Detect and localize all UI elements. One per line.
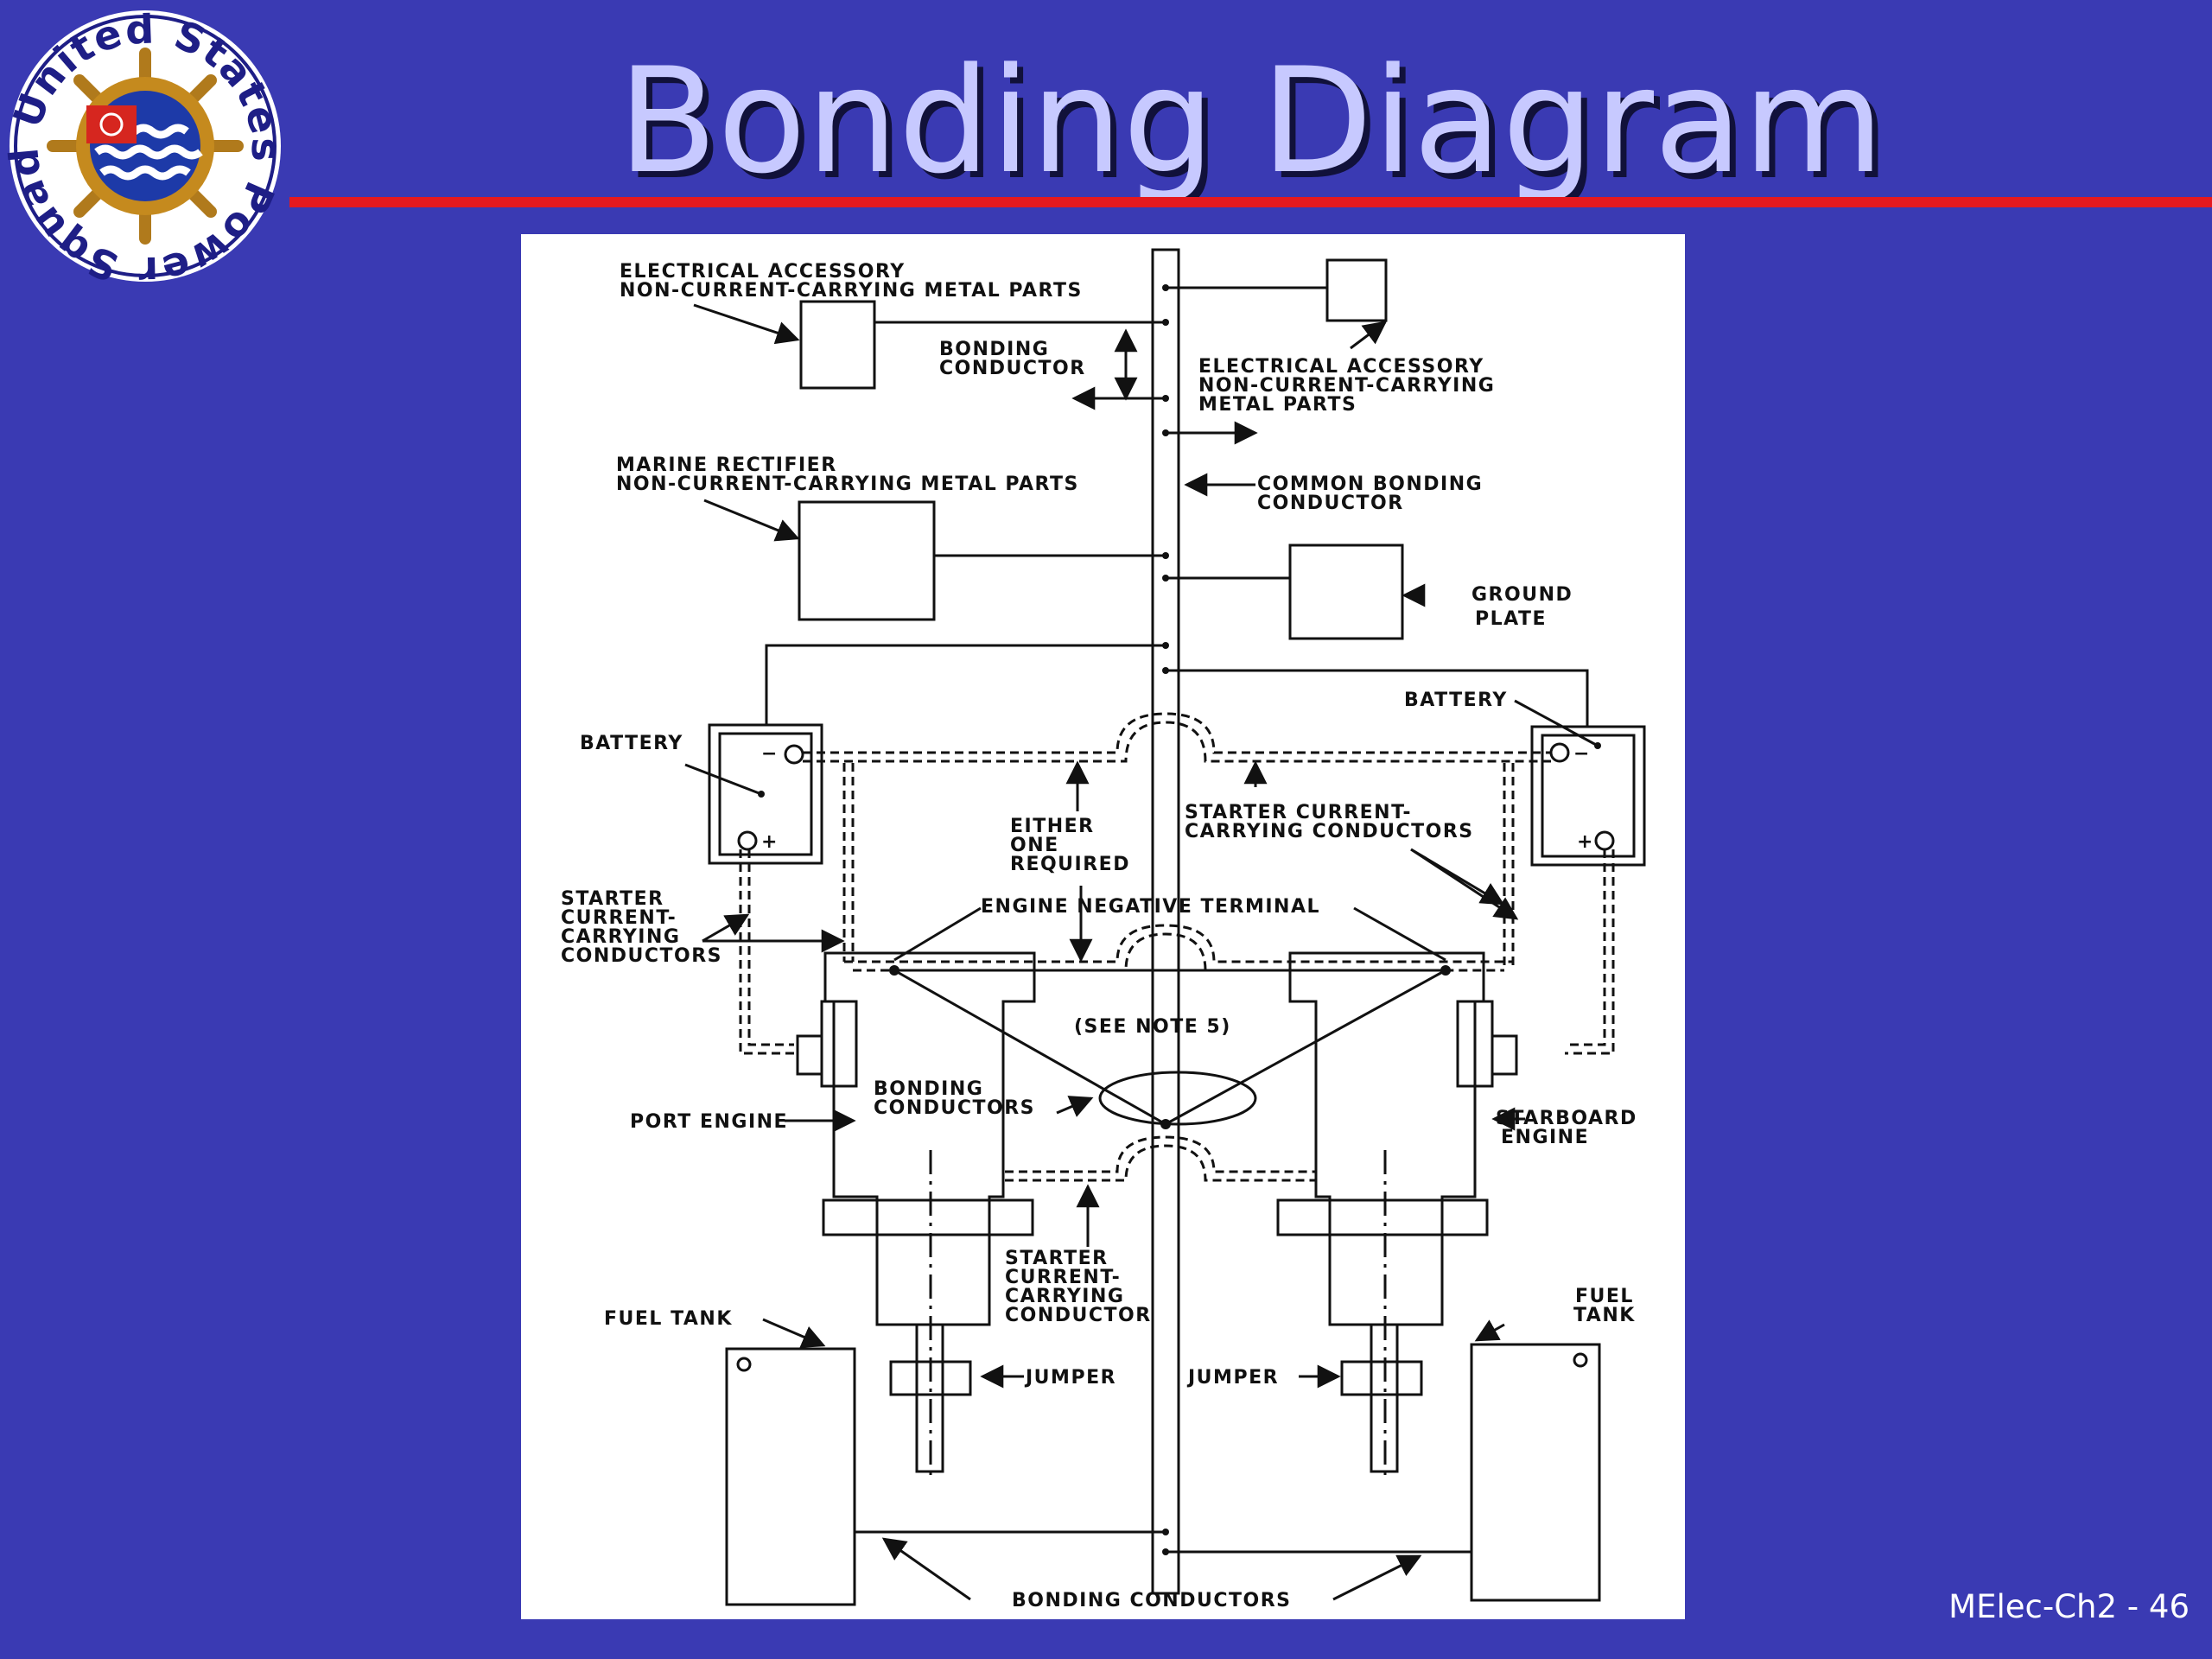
battery-left-plus: + bbox=[761, 831, 779, 853]
accessory-box-right bbox=[1325, 258, 1388, 322]
label-starter-bottom-3: CARRYING bbox=[1005, 1286, 1124, 1307]
label-common-bonding-1: COMMON BONDING bbox=[1257, 474, 1483, 495]
label-starter-left-2: CURRENT- bbox=[561, 907, 677, 929]
label-bonding-conductors-2: CONDUCTORS bbox=[874, 1097, 1035, 1119]
slide-title: Bonding Diagram bbox=[618, 36, 1885, 206]
label-elec-accessory-right-3: METAL PARTS bbox=[1198, 394, 1357, 416]
label-battery-left: BATTERY bbox=[580, 733, 683, 754]
label-starter-bottom-1: STARTER bbox=[1005, 1248, 1109, 1269]
label-jumper-left: JUMPER bbox=[1024, 1367, 1116, 1389]
label-bonding-conductor-2: CONDUCTOR bbox=[939, 358, 1086, 379]
label-ground-plate-2: PLATE bbox=[1475, 608, 1547, 630]
label-starter-bottom-2: CURRENT- bbox=[1005, 1267, 1121, 1288]
battery-right-plus: + bbox=[1577, 831, 1594, 853]
battery-left-minus: − bbox=[761, 743, 779, 765]
label-either-1: EITHER bbox=[1010, 816, 1095, 837]
label-either-2: ONE bbox=[1010, 835, 1059, 856]
label-bonding-conductors-bottom: BONDING CONDUCTORS bbox=[1012, 1590, 1291, 1611]
jumper-right bbox=[1340, 1360, 1423, 1396]
label-bonding-conductor-1: BONDING bbox=[939, 339, 1049, 360]
usps-logo-emblem: United States Power Squadrons bbox=[0, 0, 288, 295]
label-starter-right-2: CARRYING CONDUCTORS bbox=[1185, 821, 1474, 842]
label-marine-rectifier-1: MARINE RECTIFIER bbox=[616, 454, 837, 476]
slide-number: MElec-Ch2 - 46 bbox=[1948, 1588, 2190, 1625]
label-engine-negative-terminal: ENGINE NEGATIVE TERMINAL bbox=[981, 896, 1320, 918]
label-fuel-tank-right-2: TANK bbox=[1573, 1305, 1636, 1326]
common-bonding-bus bbox=[1151, 248, 1180, 1595]
label-fuel-tank-right-1: FUEL bbox=[1575, 1286, 1634, 1307]
label-fuel-tank-left: FUEL TANK bbox=[604, 1308, 733, 1330]
bonding-diagram-panel: ELECTRICAL ACCESSORY NON-CURRENT-CARRYIN… bbox=[521, 234, 1685, 1619]
label-ground-plate-1: GROUND bbox=[1471, 584, 1573, 606]
label-common-bonding-2: CONDUCTOR bbox=[1257, 493, 1404, 514]
fuel-tank-right bbox=[1470, 1343, 1601, 1602]
label-starter-left-4: CONDUCTORS bbox=[561, 945, 722, 967]
label-marine-rectifier-2: NON-CURRENT-CARRYING METAL PARTS bbox=[616, 474, 1079, 495]
label-elec-accessory-left-2: NON-CURRENT-CARRYING METAL PARTS bbox=[620, 280, 1083, 302]
title-underline bbox=[289, 197, 2212, 207]
accessory-box-left bbox=[799, 300, 876, 390]
usps-logo: United States Power Squadrons bbox=[0, 0, 288, 295]
label-elec-accessory-right-1: ELECTRICAL ACCESSORY bbox=[1198, 356, 1484, 378]
label-starboard-2: ENGINE bbox=[1501, 1127, 1589, 1148]
label-see-note: (SEE NOTE 5) bbox=[1074, 1016, 1231, 1038]
label-starter-left-3: CARRYING bbox=[561, 926, 680, 948]
battery-right bbox=[1530, 725, 1646, 867]
label-jumper-right: JUMPER bbox=[1186, 1367, 1279, 1389]
label-bonding-conductors-1: BONDING bbox=[874, 1078, 983, 1100]
label-battery-right: BATTERY bbox=[1404, 690, 1508, 711]
battery-right-minus: − bbox=[1573, 743, 1591, 765]
label-starter-right-1: STARTER CURRENT- bbox=[1185, 802, 1412, 823]
ground-plate-box bbox=[1288, 543, 1404, 640]
label-starter-left-1: STARTER bbox=[561, 888, 664, 910]
label-either-3: REQUIRED bbox=[1010, 854, 1130, 875]
label-elec-accessory-right-2: NON-CURRENT-CARRYING bbox=[1198, 375, 1495, 397]
jumper-left bbox=[889, 1360, 972, 1396]
label-starter-bottom-4: CONDUCTOR bbox=[1005, 1305, 1152, 1326]
starboard-engine bbox=[1288, 951, 1485, 1326]
bonding-diagram: ELECTRICAL ACCESSORY NON-CURRENT-CARRYIN… bbox=[561, 248, 1646, 1611]
label-port-engine: PORT ENGINE bbox=[630, 1111, 788, 1133]
battery-left bbox=[708, 723, 823, 865]
rectifier-box bbox=[798, 500, 936, 621]
label-starboard-1: STARBOARD bbox=[1496, 1108, 1637, 1129]
label-elec-accessory-left-1: ELECTRICAL ACCESSORY bbox=[620, 261, 906, 283]
fuel-tank-left bbox=[725, 1347, 856, 1606]
